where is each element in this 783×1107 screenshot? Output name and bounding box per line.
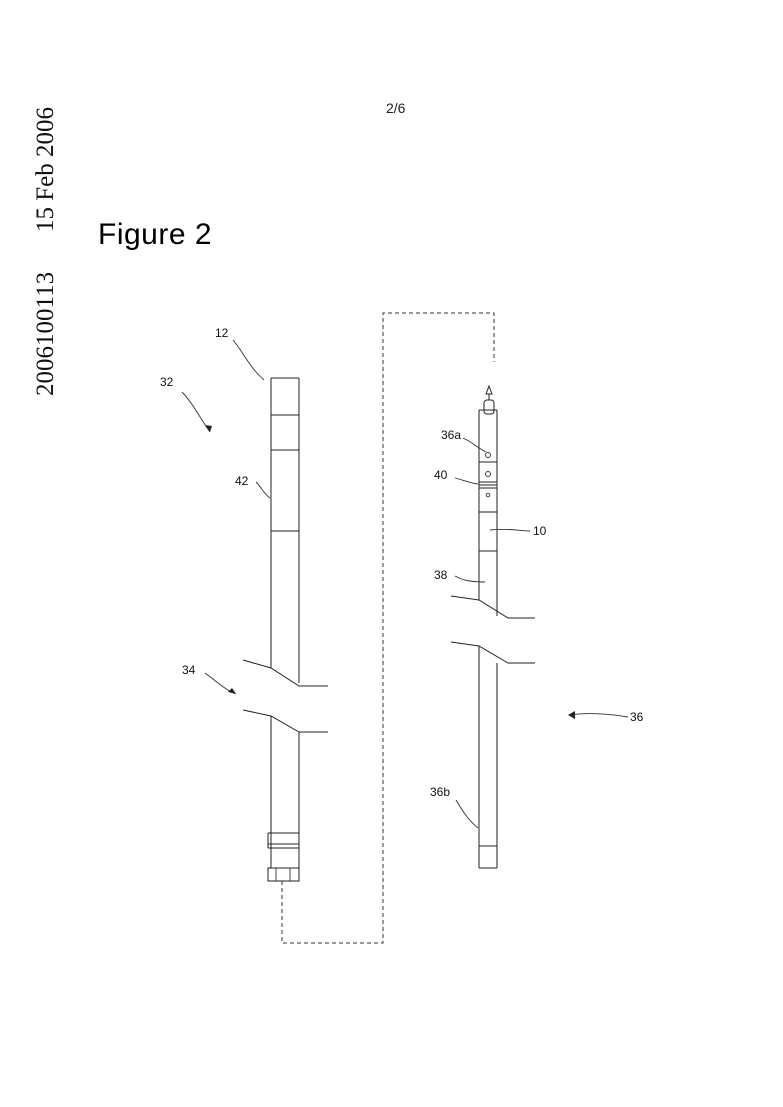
left-upper-break-line (242, 659, 328, 687)
reference-labels: 12 32 42 34 36a 40 10 38 36 36b (160, 326, 644, 799)
left-tool-assembly (242, 377, 328, 882)
figure-title: Figure 2 (98, 218, 213, 251)
probe-head (483, 399, 495, 415)
label-36: 36 (630, 710, 644, 724)
page-number: 2/6 (386, 100, 406, 116)
label-10: 10 (533, 524, 547, 538)
leader-lines (181, 339, 629, 829)
sensor-port (485, 471, 491, 477)
label-36a: 36a (441, 428, 461, 442)
label-32: 32 (160, 375, 174, 389)
label-38: 38 (434, 568, 448, 582)
label-34: 34 (182, 663, 196, 677)
sensor-port (485, 492, 491, 498)
right-lower-break-line (450, 641, 535, 664)
label-36b: 36b (430, 785, 450, 799)
label-40: 40 (434, 468, 448, 482)
label-12: 12 (215, 326, 229, 340)
right-upper-break-line (450, 595, 535, 619)
left-lower-break-line (242, 709, 328, 733)
label-42: 42 (235, 474, 249, 488)
probe-tip (485, 384, 493, 395)
right-lower-body (478, 646, 498, 868)
right-upper-body (478, 410, 498, 616)
sensor-port (485, 452, 491, 458)
left-bottom-connector (267, 867, 300, 882)
dashed-connection-line (281, 312, 495, 944)
right-tool-assembly (450, 384, 535, 869)
left-lower-body (270, 716, 300, 880)
